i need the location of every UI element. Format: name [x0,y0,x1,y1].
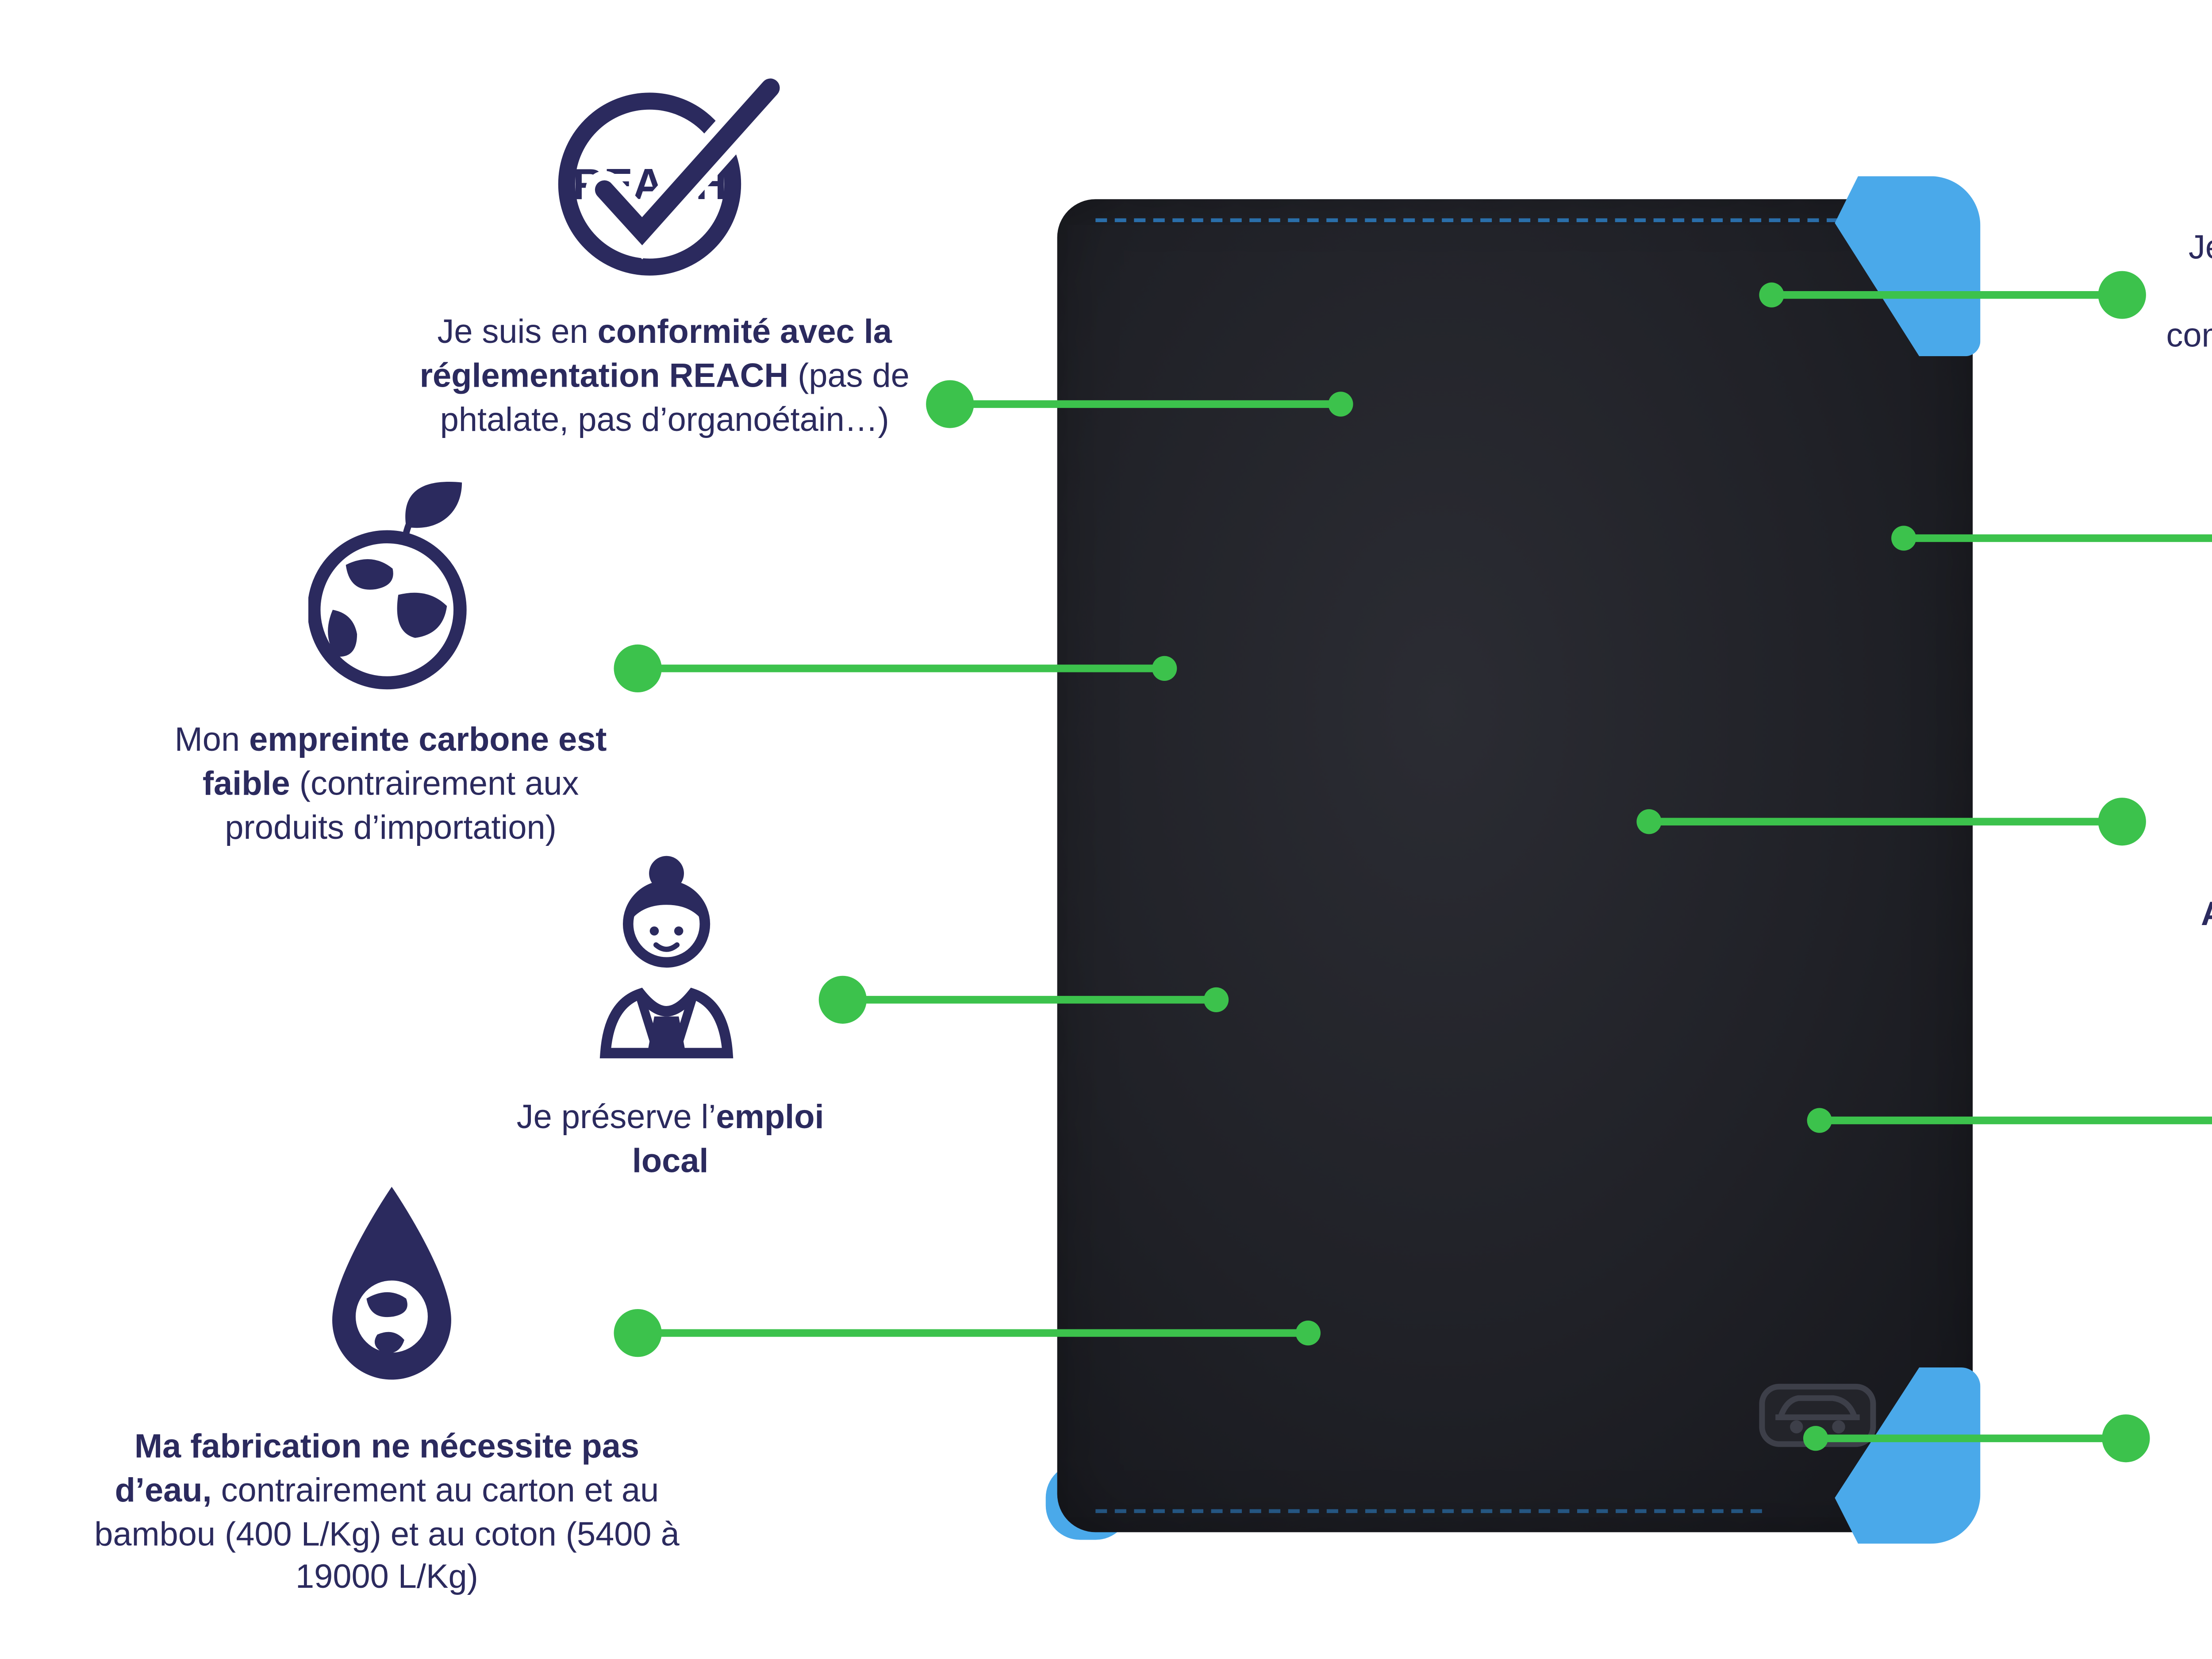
connector-dot [818,975,867,1024]
text-segment-bold: emploi local [632,1097,824,1179]
connector-dot [1295,1320,1321,1346]
blue-stitching-top [1095,218,1935,223]
text-segment: Je suis en [437,312,598,351]
connector-dot [614,1309,662,1357]
product-car-document-holder [1057,199,1973,1532]
connector-line [950,400,1341,408]
callout-emploi-text: Je préserve l’emploi local [507,1095,833,1183]
callout-carbone-text: Mon empreinte carbone est faible (contra… [161,718,621,849]
composition-line: et plastifiant [2160,1595,2212,1639]
connector-dot [1891,526,1916,551]
composition-line: 44% de sel [2160,1508,2212,1551]
composition-line: 10% de colorants [2160,1552,2212,1595]
connector-dot [1759,282,1784,307]
water-drop-globe-icon [316,1176,469,1392]
callout-recyclable-text: Je suis 100% recyclable (peut entrer dan… [2150,226,2212,400]
text-segment: contrairement au carton et au bambou (40… [94,1470,680,1596]
text-segment: Je préserve l’ [516,1097,716,1136]
text-segment: Je suis [2188,228,2212,266]
reach-certification-badge-icon: REACH [552,77,797,284]
text-segment: (pas de phtalate, pas d’organoétain…) [440,356,910,438]
callout-cours-eau-text: Aucun cours d’eau n’a été souillé [2199,892,2212,979]
composition-line: 46% de pétrole [2160,1465,2212,1508]
connector-line [1771,291,2122,299]
connector-line [637,664,1165,672]
blue-stitching-bottom [1095,1509,1762,1513]
connector-dot [2098,271,2146,319]
callout-fabrication-text: Ma fabrication ne nécessite pas d’eau, c… [94,1425,680,1599]
connector-dot [1807,1108,1832,1133]
connector-dot [1152,656,1177,681]
connector-line [1819,1116,2212,1125]
text-segment-bold: conformité avec la réglementation REACH [419,312,892,394]
text-segment: Mon [174,720,250,759]
text-segment: (peut entrer dans la composition d’un ta… [2166,315,2212,353]
connector-dot [926,380,974,428]
connector-line [1649,818,2122,826]
connector-dot [1328,392,1353,417]
connector-dot [614,644,662,693]
callout-composition-text: Je suis composé de : 46% de pétrole 44% … [2160,1421,2212,1639]
connector-dot [1803,1426,1828,1451]
earth-with-leaf-icon [308,475,477,691]
connector-dot [2098,798,2146,846]
callout-reach-text: Je suis en conformité avec la réglementa… [404,310,925,441]
connector-line [1904,534,2212,542]
connector-line [1816,1434,2126,1442]
connector-dot [1203,987,1229,1012]
connector-dot [1636,809,1662,834]
connector-line [637,1329,1308,1337]
connector-line [842,996,1217,1004]
text-segment: (contrairement aux produits d’importatio… [225,764,579,846]
text-segment-bold: empreinte carbone est faible [202,720,607,802]
car-emblem-icon [1755,1363,1881,1455]
text-segment-bold: Aucun cours d’eau n’a été souillé [2201,895,2212,976]
text-segment-bold: Ma fabrication ne nécessite pas d’eau, [115,1427,640,1509]
local-worker-icon [588,854,745,1064]
composition-line: Je suis composé de : [2160,1421,2212,1464]
connector-dot [2102,1414,2150,1463]
